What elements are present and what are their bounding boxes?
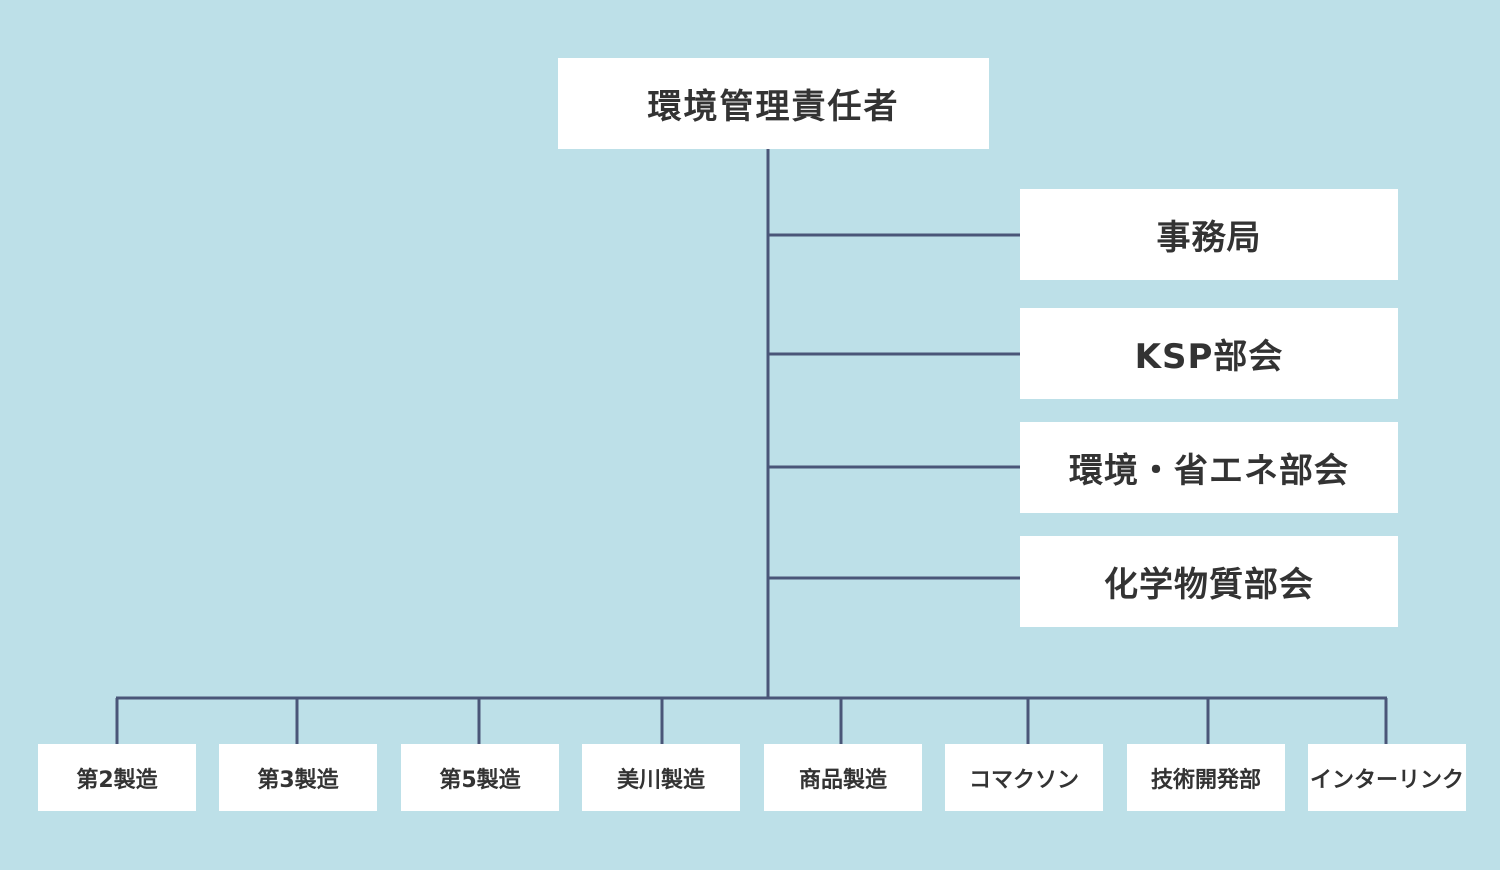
staff-node-label: 化学物質部会 bbox=[1104, 565, 1314, 605]
staff-node-chemical: 化学物質部会 bbox=[1020, 536, 1398, 627]
staff-node-label: 環境・省エネ部会 bbox=[1069, 451, 1349, 491]
division-node: インターリンク bbox=[1308, 744, 1466, 811]
staff-node-secretariat: 事務局 bbox=[1020, 189, 1398, 280]
division-node-label: 商品製造 bbox=[798, 767, 887, 793]
staff-node-ksp: KSP部会 bbox=[1020, 308, 1398, 399]
division-node: 第5製造 bbox=[401, 744, 559, 811]
staff-node-label: KSP部会 bbox=[1134, 337, 1284, 377]
division-node: 第2製造 bbox=[38, 744, 196, 811]
division-node-label: 技術開発部 bbox=[1150, 767, 1261, 793]
division-node-label: インターリンク bbox=[1309, 767, 1464, 793]
top-node-box: 環境管理責任者 bbox=[558, 58, 989, 149]
staff-node-label: 事務局 bbox=[1156, 218, 1262, 258]
division-node-label: コマクソン bbox=[968, 767, 1079, 793]
division-node: コマクソン bbox=[945, 744, 1103, 811]
division-node: 技術開発部 bbox=[1127, 744, 1285, 811]
division-node: 第3製造 bbox=[219, 744, 377, 811]
division-node-label: 第2製造 bbox=[76, 767, 158, 793]
top-node-label: 環境管理責任者 bbox=[647, 87, 900, 127]
division-node-label: 第3製造 bbox=[257, 767, 339, 793]
division-node-label: 第5製造 bbox=[439, 767, 521, 793]
division-node: 美川製造 bbox=[582, 744, 740, 811]
staff-node-environment-energy: 環境・省エネ部会 bbox=[1020, 422, 1398, 513]
division-node: 商品製造 bbox=[764, 744, 922, 811]
division-node-label: 美川製造 bbox=[616, 767, 705, 793]
